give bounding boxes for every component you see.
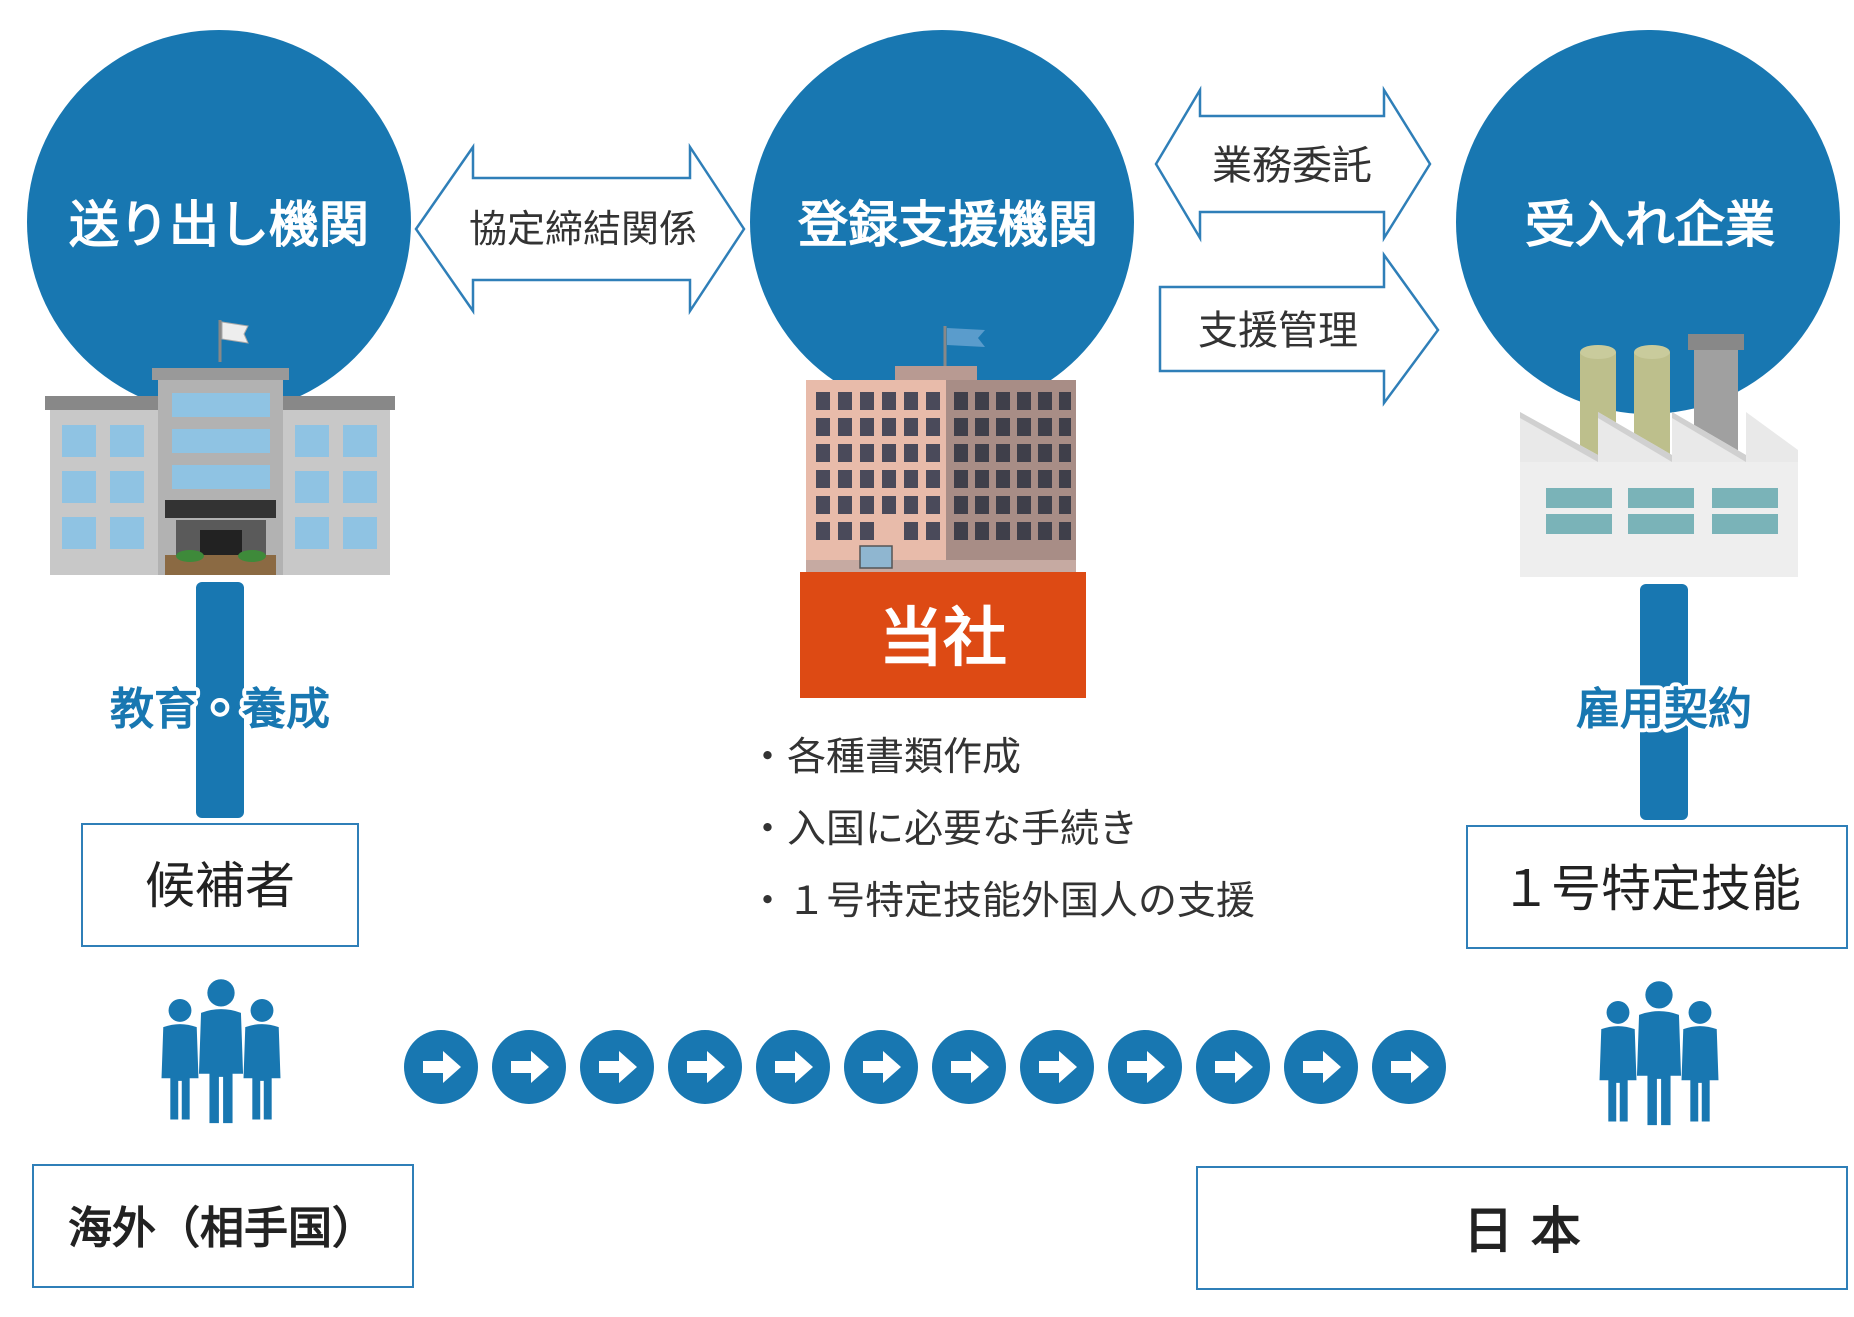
service-item: ・入国に必要な手続き <box>748 807 1139 852</box>
people-group-icon-overseas <box>161 979 281 1124</box>
receiving-company-circle <box>1456 30 1840 414</box>
arrow-circle-row <box>404 1030 1446 1104</box>
sending-org-label: 送り出し機関 <box>69 196 369 254</box>
company-label-box <box>800 572 1086 698</box>
agreement-double-arrow <box>414 142 746 316</box>
office-building-icon <box>806 326 1076 575</box>
arrow-right-circle-icon <box>404 1030 478 1104</box>
japan-box <box>1196 1166 1848 1290</box>
candidate-label: 候補者 <box>145 857 295 915</box>
specified-skill-label: １号特定技能 <box>1501 860 1801 918</box>
arrow-right-circle-icon <box>1108 1030 1182 1104</box>
service-list: ・各種書類作成 ・入国に必要な手続き ・１号特定技能外国人の支援 <box>748 722 1255 938</box>
receiving-company-label: 受入れ企業 <box>1525 196 1775 254</box>
factory-icon <box>1520 334 1798 577</box>
service-item: ・各種書類作成 <box>748 735 1022 780</box>
company-label: 当社 <box>879 602 1007 676</box>
arrow-right-circle-icon <box>1372 1030 1446 1104</box>
education-training-label: 教育・養成 <box>110 684 330 735</box>
arrow-right-circle-icon <box>1196 1030 1270 1104</box>
specified-skill-box <box>1466 825 1848 949</box>
candidate-box <box>81 823 359 947</box>
registered-support-circle <box>750 30 1134 414</box>
school-building-icon <box>45 320 395 575</box>
support-management-arrow <box>1158 251 1440 407</box>
arrow-right-circle-icon <box>1020 1030 1094 1104</box>
support-management-label: 支援管理 <box>1198 308 1358 354</box>
arrow-right-circle-icon <box>756 1030 830 1104</box>
arrow-right-circle-icon <box>492 1030 566 1104</box>
japan-label: 日 本 <box>1463 1202 1580 1260</box>
overseas-box <box>32 1164 414 1288</box>
arrow-right-circle-icon <box>668 1030 742 1104</box>
arrow-right-circle-icon <box>844 1030 918 1104</box>
registered-support-label: 登録支援機関 <box>797 196 1098 254</box>
right-connector-bar <box>1640 584 1688 820</box>
employment-contract-label: 雇用契約 <box>1576 684 1752 735</box>
people-group-icon-japan <box>1599 981 1719 1126</box>
outsourcing-double-arrow <box>1154 85 1432 243</box>
arrow-right-circle-icon <box>932 1030 1006 1104</box>
sending-org-circle <box>27 30 411 414</box>
left-connector-bar <box>196 582 244 818</box>
outsourcing-label: 業務委託 <box>1212 143 1372 189</box>
service-item: ・１号特定技能外国人の支援 <box>748 879 1256 924</box>
arrow-right-circle-icon <box>1284 1030 1358 1104</box>
arrow-right-circle-icon <box>580 1030 654 1104</box>
agreement-label: 協定締結関係 <box>469 207 697 251</box>
overseas-label: 海外（相手国） <box>68 1203 376 1254</box>
